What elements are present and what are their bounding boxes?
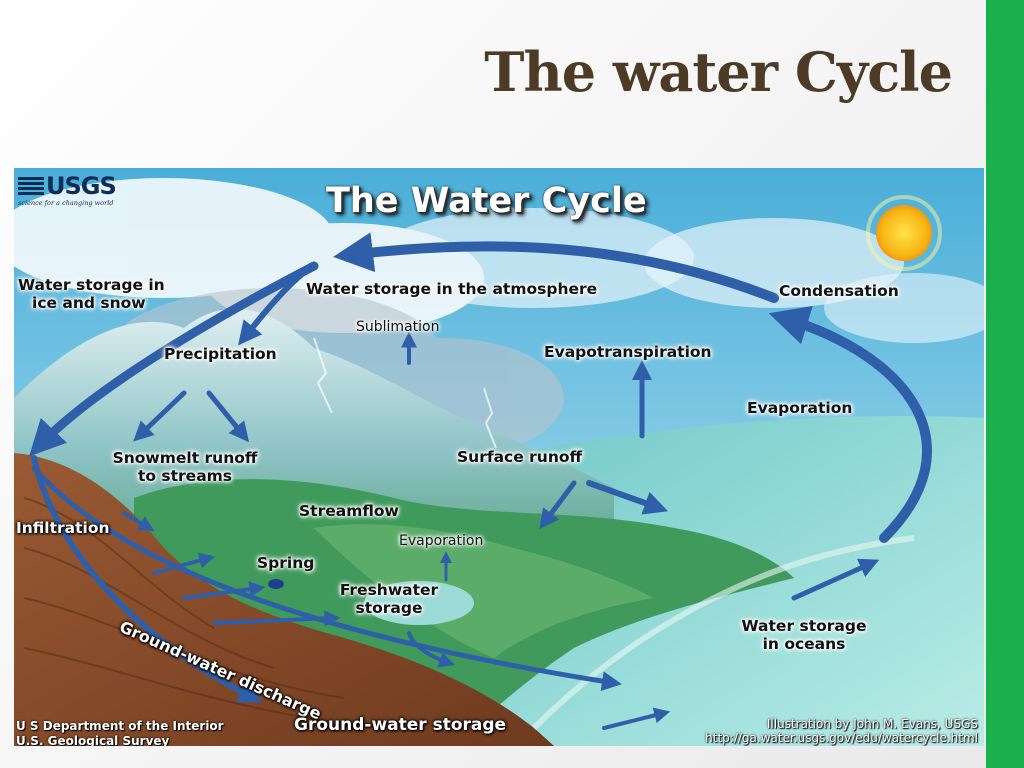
label-condensation: Condensation (779, 282, 899, 300)
usgs-lines-icon (18, 177, 44, 195)
label-water-storage-oceans-line1: Water storage (741, 617, 867, 635)
label-evaporation-sea: Evaporation (747, 399, 853, 417)
label-streamflow: Streamflow (299, 502, 399, 520)
label-freshwater-line2: storage (355, 599, 423, 617)
credit-url: http://ga.water.usgs.gov/edu/watercycle.… (705, 731, 978, 745)
label-water-storage-atmosphere: Water storage in the atmosphere (306, 280, 598, 298)
label-surface-runoff: Surface runoff (457, 448, 583, 466)
diagram-title: The Water Cycle (326, 181, 647, 221)
label-water-storage-ice-line1: Water storage in (18, 276, 165, 294)
label-evapotranspiration: Evapotranspiration (544, 343, 712, 361)
slide-title: The water Cycle (484, 40, 953, 104)
label-groundwater-storage: Ground-water storage (294, 715, 507, 735)
label-sublimation: Sublimation (356, 319, 440, 335)
credit-survey: U.S. Geological Survey (16, 734, 170, 746)
water-cycle-diagram: USGS science for a changing world The Wa… (14, 168, 984, 746)
label-snowmelt-line1: Snowmelt runoff (112, 449, 258, 467)
label-water-storage-oceans-line2: in oceans (762, 635, 846, 653)
usgs-logo: USGS science for a changing world (18, 172, 138, 208)
label-evaporation-lake: Evaporation (399, 533, 484, 549)
accent-bar (986, 0, 1024, 768)
label-spring: Spring (257, 554, 315, 572)
diagram-illustration (14, 168, 984, 746)
usgs-tagline: science for a changing world (18, 199, 114, 207)
label-precipitation: Precipitation (164, 345, 277, 363)
credit-illustration: Illustration by John M. Evans, USGS (766, 717, 978, 731)
label-infiltration: Infiltration (16, 519, 110, 537)
usgs-logo-text: USGS (46, 172, 117, 200)
label-snowmelt-line2: to streams (137, 467, 233, 485)
label-freshwater-line1: Freshwater (339, 581, 439, 599)
label-water-storage-ice-line2: ice and snow (32, 294, 146, 312)
credit-department: U S Department of the Interior (16, 719, 224, 733)
